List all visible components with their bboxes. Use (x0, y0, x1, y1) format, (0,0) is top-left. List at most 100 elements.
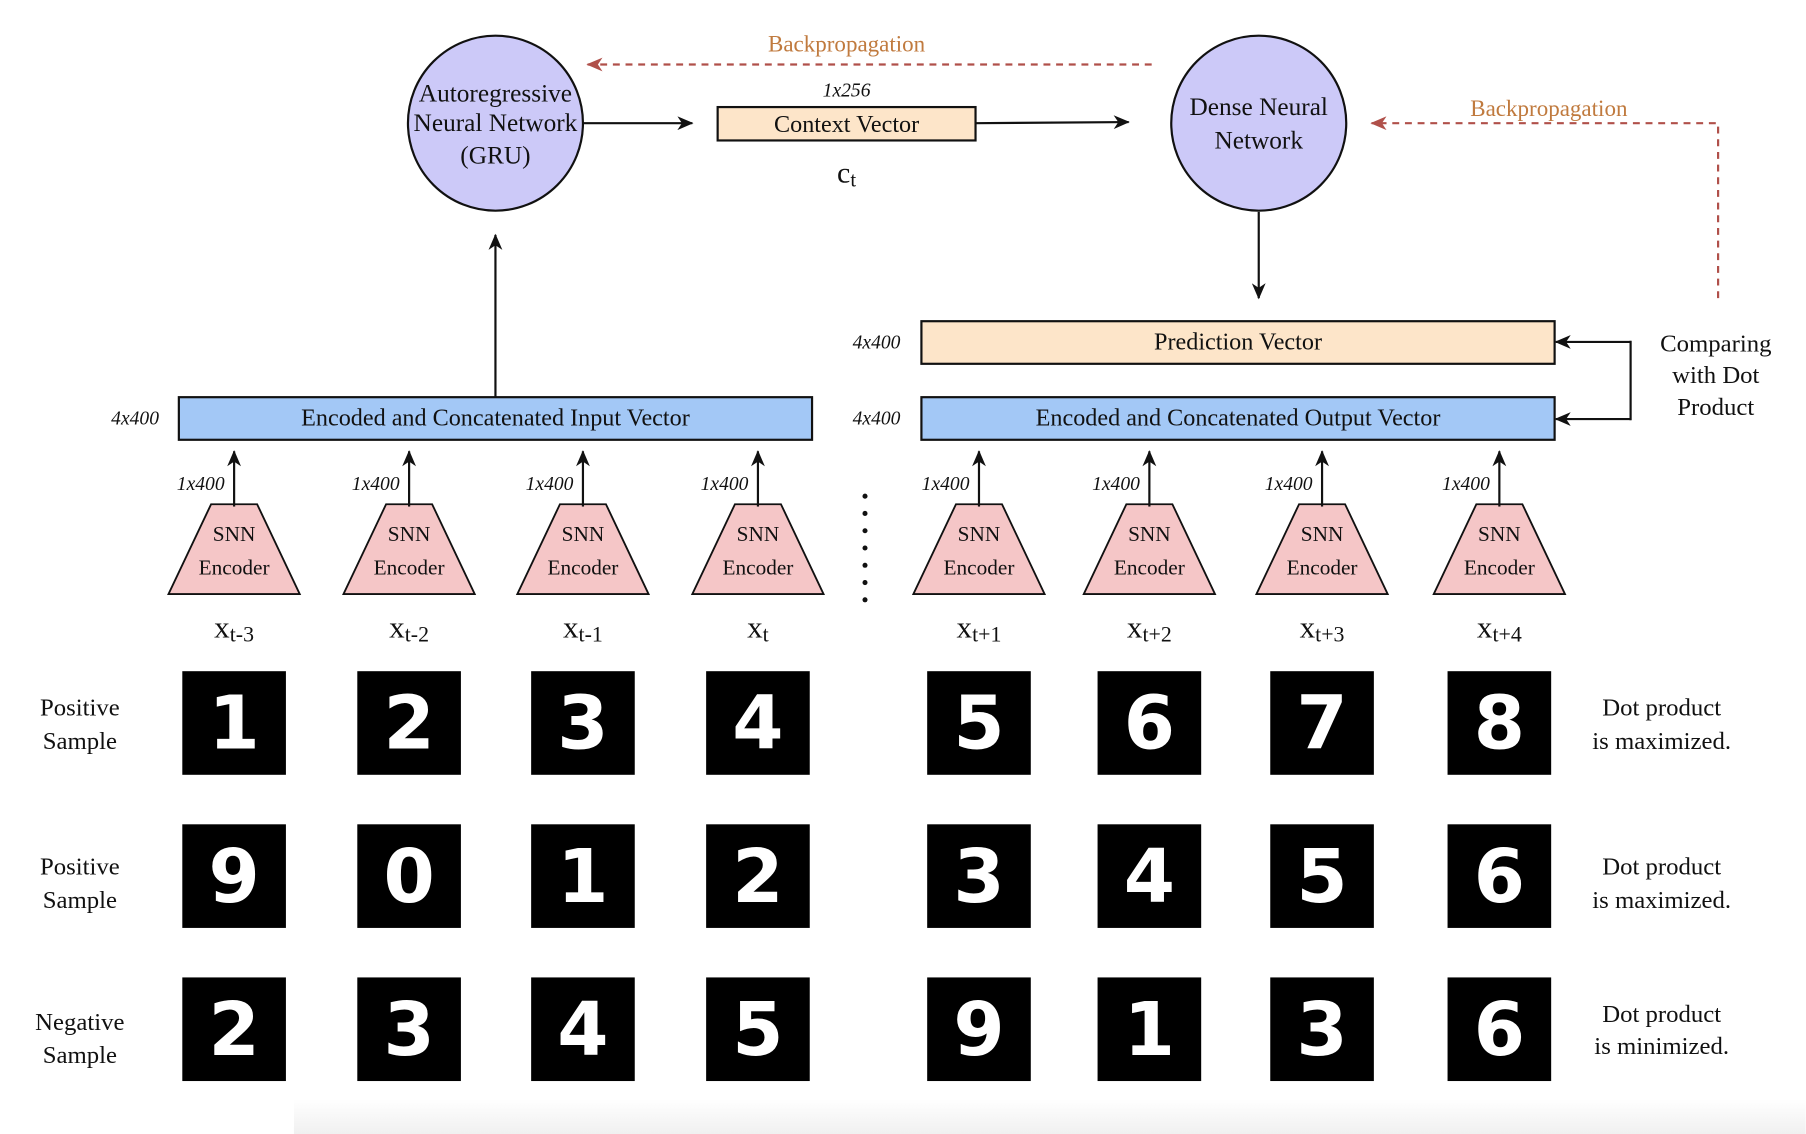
input-symbol-subscript: t+1 (972, 622, 1001, 646)
context-symbol-sub: t (850, 170, 856, 192)
input-symbol-x: x (563, 609, 579, 644)
digit-glyph: 6 (1124, 682, 1175, 767)
digit-glyph: 5 (732, 988, 783, 1073)
digit-image-background (357, 824, 461, 928)
digit-image-background (927, 824, 1031, 928)
input-symbol: xt+3 (1300, 609, 1345, 647)
context-vector-dim: 1x256 (823, 80, 871, 101)
digit-image-background (1447, 824, 1552, 928)
encoder-label-line-2: Encoder (1464, 556, 1535, 580)
digit-image-background (927, 977, 1031, 1082)
digit-image-background (1270, 671, 1374, 775)
digit-glyph: 3 (557, 682, 608, 767)
digit-glyph: 9 (208, 835, 259, 920)
sample-row-result-line-2: is minimized. (1594, 1033, 1729, 1060)
digit-image: 2 (357, 671, 461, 775)
output-vector: 4x400 Encoded and Concatenated Output Ve… (853, 396, 1556, 441)
dense-node-line-1: Dense Neural (1190, 93, 1328, 121)
encoder-output-dim: 1x400 (1092, 474, 1140, 495)
digit-image: 5 (1270, 824, 1374, 928)
encoder-output-dim: 1x400 (526, 474, 574, 495)
encoder-output-dim: 1x400 (922, 474, 970, 495)
input-symbol-x: x (1477, 609, 1493, 644)
input-symbol: xt-1 (563, 609, 603, 647)
digit-image-background (182, 824, 286, 928)
encoder-output-dim: 1x400 (177, 474, 225, 495)
separator-dot (862, 493, 868, 499)
digit-image: 8 (1447, 671, 1552, 775)
input-symbol: xt (747, 609, 769, 647)
prediction-vector-dim: 4x400 (853, 333, 901, 354)
digit-image-background (1270, 977, 1374, 1082)
backprop-right-arrow (1370, 116, 1720, 299)
digit-image: 6 (1447, 824, 1552, 928)
output-vector-label: Encoded and Concatenated Output Vector (1036, 404, 1441, 431)
encoder-trapezoid (1432, 503, 1567, 595)
digit-image-background (531, 977, 635, 1082)
digit-image: 3 (531, 671, 635, 775)
encoder-label-line-2: Encoder (547, 556, 618, 580)
input-symbol-x: x (1127, 609, 1143, 644)
backprop-top-label: Backpropagation (768, 31, 926, 57)
snn-encoders: SNNEncoder1x400xt-3SNNEncoder1x400xt-2SN… (167, 450, 1567, 647)
digit-glyph: 2 (732, 835, 783, 920)
sample-row-label-line-1: Positive (40, 853, 120, 880)
digit-image: 1 (182, 671, 286, 775)
digit-glyph: 3 (1296, 988, 1347, 1073)
gru-node: Autoregressive Neural Network (GRU) (406, 34, 585, 212)
digit-image: 3 (927, 824, 1031, 928)
digit-image-background (706, 824, 810, 928)
output-vector-dim: 4x400 (853, 409, 901, 430)
encoder-trapezoid (1254, 503, 1390, 595)
separator-dot (862, 545, 868, 551)
gru-node-line-3: (GRU) (460, 141, 530, 169)
digit-image: 4 (1097, 824, 1202, 928)
context-vector-box (716, 105, 977, 142)
separator-dot (862, 528, 868, 534)
input-vector: 4x400 Encoded and Concatenated Input Vec… (111, 396, 814, 441)
digit-glyph: 1 (557, 835, 608, 920)
digit-image: 0 (357, 824, 461, 928)
encoder-label-line-2: Encoder (199, 556, 270, 580)
digit-image-background (1447, 977, 1552, 1082)
dense-node: Dense Neural Network (1170, 34, 1348, 212)
input-symbol-x: x (957, 609, 973, 644)
backprop-right-label: Backpropagation (1470, 95, 1628, 121)
encoder-trapezoid (1082, 503, 1217, 595)
sample-row-result-line-1: Dot product (1602, 1001, 1721, 1028)
digit-glyph: 6 (1474, 835, 1525, 920)
digit-image-background (1097, 824, 1202, 928)
digit-glyph: 5 (953, 682, 1004, 767)
digit-image: 3 (1270, 977, 1374, 1082)
prediction-vector-label: Prediction Vector (1154, 328, 1322, 355)
digit-image-background (531, 824, 635, 928)
context-symbol: ct (837, 156, 856, 192)
prediction-vector-box (920, 320, 1556, 365)
encoder-trapezoid (515, 503, 651, 595)
digit-image: 4 (706, 671, 810, 775)
input-symbol: xt-2 (389, 609, 429, 647)
encoder-output-dim: 1x400 (352, 474, 400, 495)
digit-image-background (531, 671, 635, 775)
digit-glyph: 4 (557, 988, 608, 1073)
digit-image-background (1270, 824, 1374, 928)
gru-node-line-2: Neural Network (414, 109, 578, 137)
context-symbol-c: c (837, 156, 850, 189)
digit-glyph: 5 (1296, 835, 1347, 920)
encoder-output-dim: 1x400 (1442, 474, 1490, 495)
sequence-separator-dots (862, 493, 868, 603)
encoder-label-line-2: Encoder (1114, 556, 1185, 580)
digit-glyph: 8 (1474, 682, 1525, 767)
comparing-bracket: Comparing with Dot Product (1554, 331, 1771, 426)
input-symbol-x: x (214, 609, 230, 644)
sample-row-label-line-2: Sample (43, 887, 117, 914)
digit-image: 1 (1097, 977, 1202, 1082)
arrow-context-to-dense (975, 115, 1130, 130)
backprop-right: Backpropagation (1370, 95, 1720, 299)
